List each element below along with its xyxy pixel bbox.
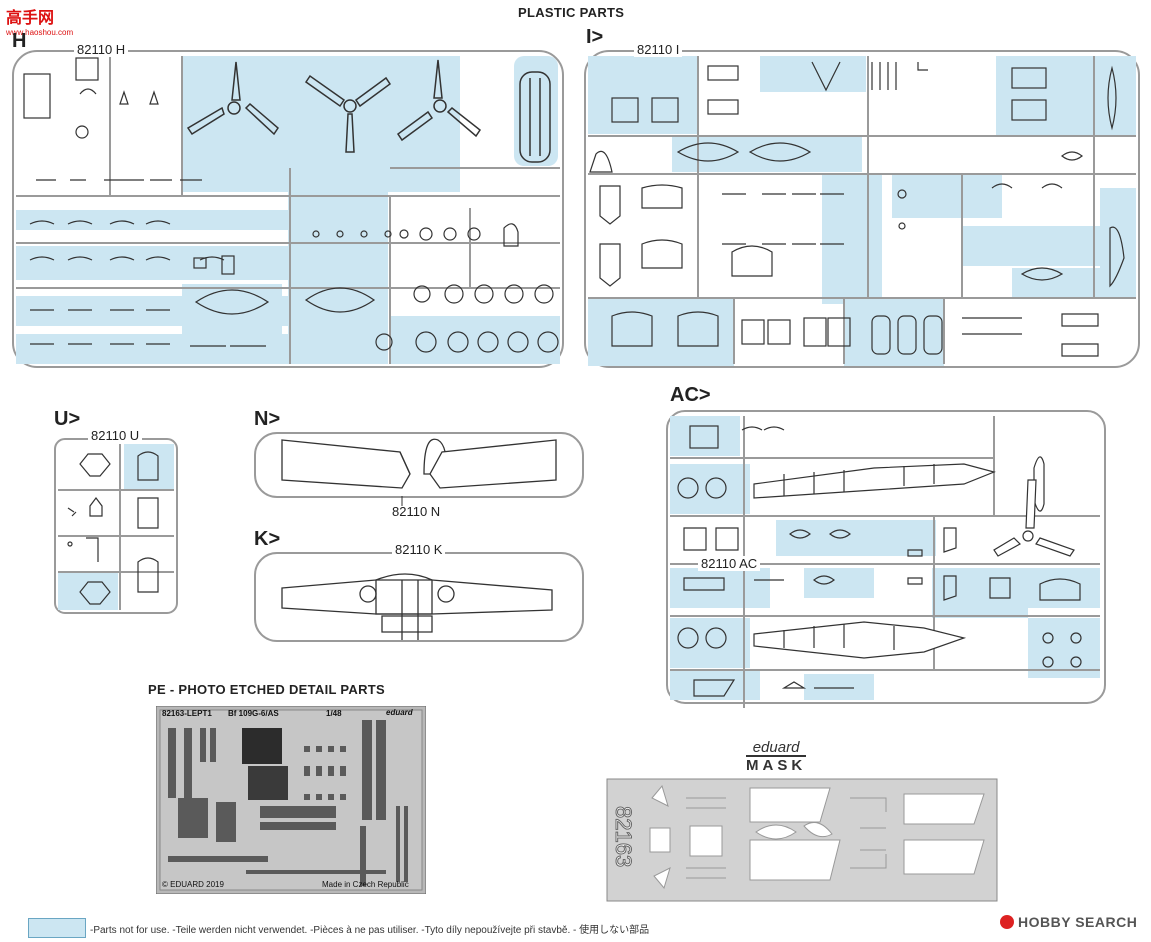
sprue-ac: AC> 82110 AC: [664, 384, 1108, 710]
watermark-logo-text: 高手网: [6, 10, 55, 27]
pe-fret-drawing: [155, 705, 427, 895]
legend-text: -Parts not for use. -Teile werden nicht …: [90, 925, 650, 936]
legend-swatch: [28, 918, 86, 938]
page-title: PLASTIC PARTS: [518, 5, 625, 20]
sprue-k-drawing: [254, 552, 584, 642]
mask-code: 82163: [608, 806, 648, 868]
watermark-logo-sub: www.haoshou.com: [6, 28, 74, 37]
sprue-k: K> 82110 K: [252, 528, 586, 644]
pe-code: 82163-LEPT1: [162, 709, 212, 718]
sprue-h-code: 82110 H: [74, 42, 129, 57]
sprue-u-letter: U>: [54, 408, 81, 430]
sprue-ac-code: 82110 AC: [698, 556, 761, 571]
hobby-search-logo-icon: [1000, 915, 1014, 929]
sprue-n: N> 82110 N: [252, 408, 586, 519]
hobby-search-brand: HOBBY SEARCH: [1000, 914, 1137, 930]
sprue-i-drawing: [584, 50, 1140, 368]
sprue-n-drawing: [254, 432, 584, 506]
sprue-i: I> 82110 I: [582, 26, 1142, 370]
pe-made-in: Made in Czech Republic: [322, 880, 409, 889]
sprue-k-letter: K>: [254, 528, 281, 550]
pe-copyright: © EDUARD 2019: [162, 880, 224, 889]
mask-word: MASK: [746, 757, 807, 774]
sprue-n-code: 82110 N: [392, 504, 441, 519]
mask-sheet-drawing: [606, 778, 998, 902]
pe-fret: 82163-LEPT1 Bf 109G-6/AS 1/48 eduard © E…: [155, 705, 427, 895]
mask-code-text: 82163: [611, 806, 637, 868]
sprue-k-code: 82110 K: [392, 542, 446, 557]
sprue-u-code: 82110 U: [88, 428, 143, 443]
pe-brand: eduard: [386, 708, 413, 717]
sprue-i-letter: I>: [586, 26, 604, 48]
sprue-ac-letter: AC>: [670, 384, 711, 406]
sprue-h: H 82110 H: [10, 30, 566, 370]
pe-heading: PE - PHOTO ETCHED DETAIL PARTS: [148, 682, 386, 697]
pe-scale: 1/48: [326, 709, 342, 718]
sprue-ac-drawing: [666, 410, 1106, 708]
pe-model: Bf 109G-6/AS: [228, 709, 279, 718]
sprue-u: U> 82110 U: [52, 408, 180, 616]
hobby-search-text: HOBBY SEARCH: [1018, 914, 1138, 930]
mask-title: eduard MASK: [746, 740, 807, 774]
sprue-h-drawing: [12, 50, 564, 368]
watermark-logo: 高手网 www.haoshou.com: [6, 4, 73, 37]
mask-sheet: 82163: [606, 778, 998, 902]
sprue-i-code: 82110 I: [634, 42, 683, 57]
sprue-h-letter: H: [12, 30, 27, 52]
mask-brand: eduard: [746, 740, 807, 757]
sprue-n-letter: N>: [254, 408, 281, 430]
sprue-u-drawing: [54, 438, 178, 614]
